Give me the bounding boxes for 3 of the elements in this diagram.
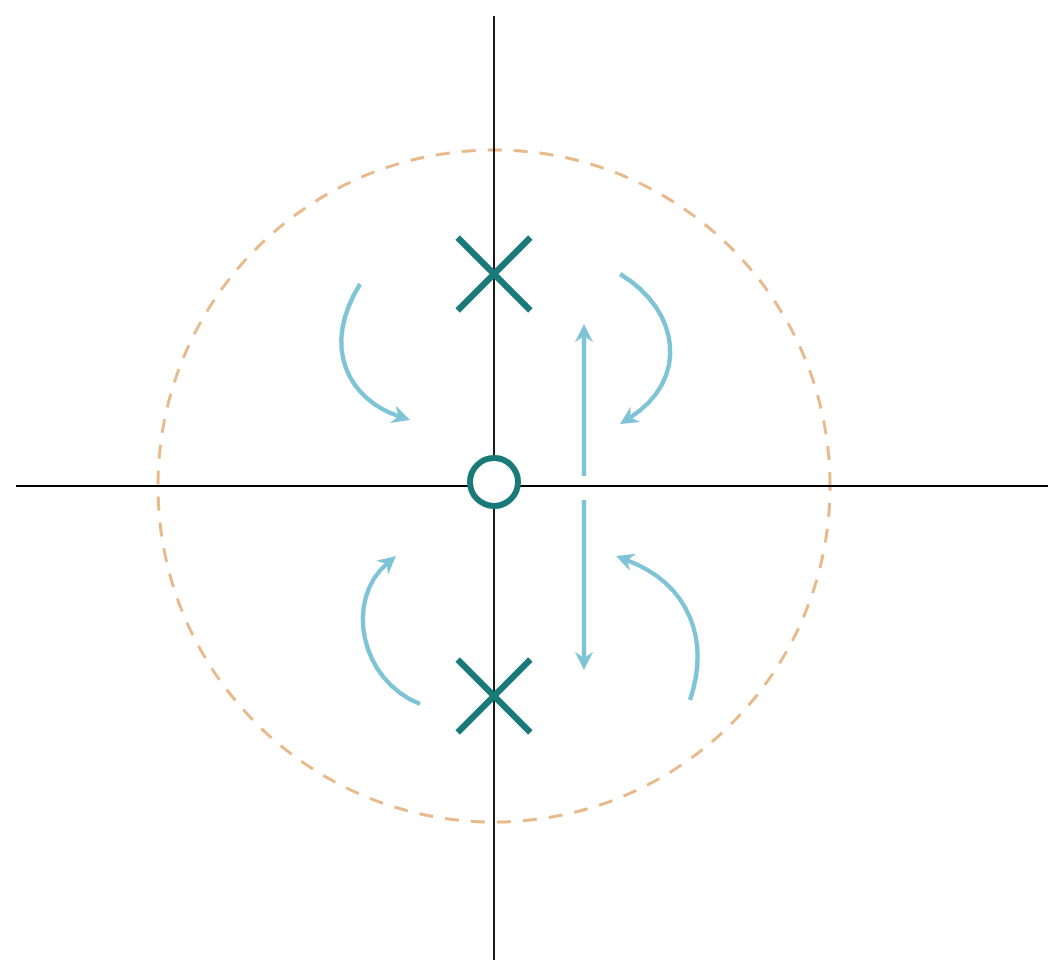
zero-circle (467, 455, 521, 509)
pole-cross (454, 656, 534, 736)
pole-cross (454, 234, 534, 314)
